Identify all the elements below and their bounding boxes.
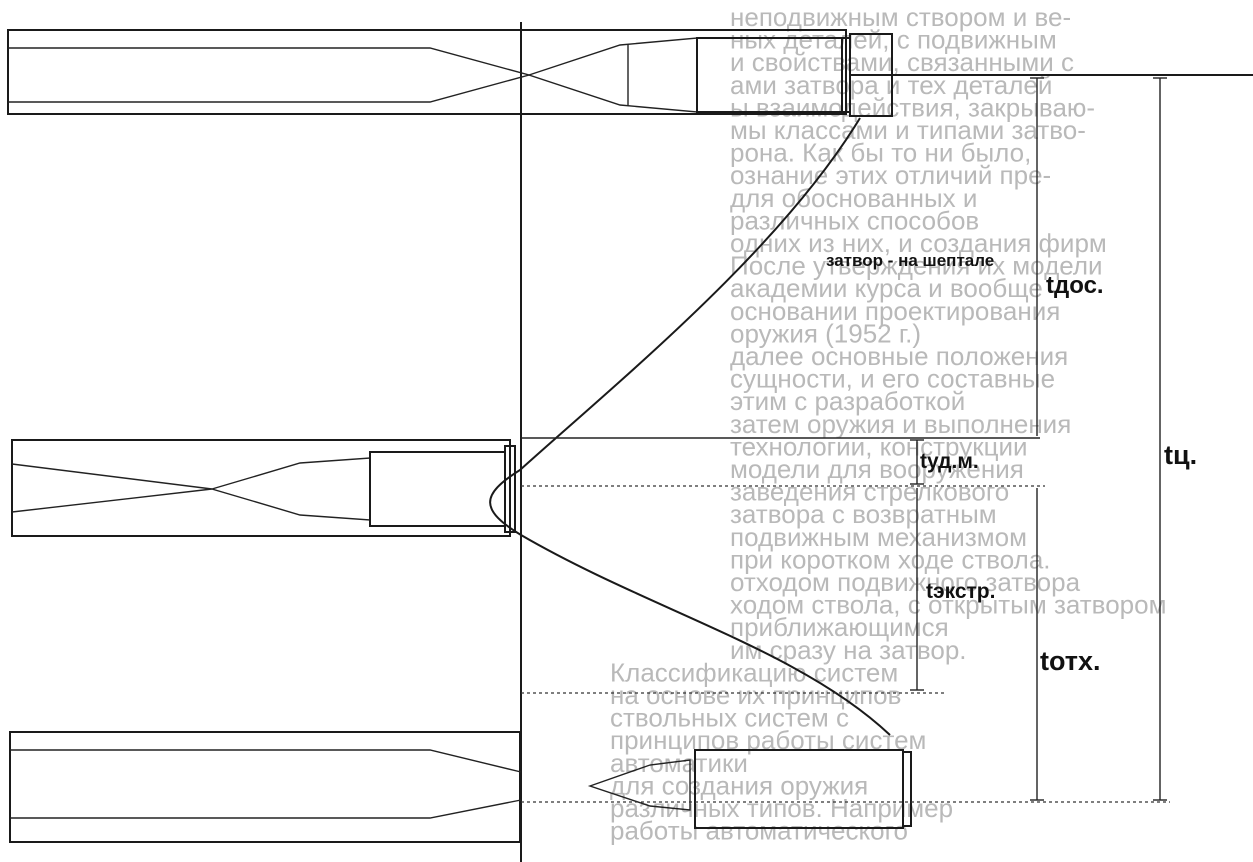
background-text-line: ознание этих отличий пре- bbox=[730, 160, 1051, 190]
mechanism-bottom bbox=[9, 731, 912, 843]
dimension-markers bbox=[910, 77, 1167, 801]
receiver-middle bbox=[11, 439, 511, 537]
background-text-line: оружия (1952 г.) bbox=[730, 318, 921, 348]
background-text-line: приближающимся bbox=[730, 612, 949, 642]
label-t-ud-m: tуд.м. bbox=[920, 450, 979, 473]
background-text-line: рона. Как бы то ни было, bbox=[730, 138, 1031, 168]
background-text-line: ствольных систем с bbox=[610, 703, 849, 733]
background-text-line: далее основные положения bbox=[730, 341, 1068, 371]
background-text-line: различных способов bbox=[730, 205, 979, 235]
bolt-motion-curve bbox=[489, 117, 891, 736]
background-text-line: сущности, и его составные bbox=[730, 364, 1055, 394]
receiver-bottom-lower bbox=[10, 799, 522, 819]
background-text-line: автоматики bbox=[610, 748, 748, 778]
case-rim-middle bbox=[504, 445, 516, 533]
background-text-line: подвижным механизмом bbox=[730, 522, 1027, 552]
projectile-middle bbox=[209, 457, 371, 521]
background-text-line: Классификацию систем bbox=[610, 657, 898, 687]
background-text-line: неподвижным створом и ве- bbox=[730, 2, 1071, 32]
mechanism-top bbox=[7, 29, 893, 117]
background-text-line: для обоснованных и bbox=[730, 183, 977, 213]
background-text-line: технологии, конструкции bbox=[730, 431, 1028, 461]
background-text-line: и свойствами, связанными с bbox=[730, 47, 1074, 77]
background-text-line: отходом подвижного затвора bbox=[730, 567, 1081, 597]
label-bolt-on-sear: затвор - на шептале bbox=[826, 251, 994, 270]
background-text-line: им сразу на затвор. bbox=[730, 635, 967, 665]
background-text-line: для создания оружия bbox=[610, 770, 868, 800]
label-t-ts: tц. bbox=[1164, 440, 1197, 470]
label-t-dos: tдос. bbox=[1046, 272, 1104, 299]
background-text-line: при коротком ходе ствола. bbox=[730, 544, 1051, 574]
background-text-line: работы автоматического bbox=[610, 816, 908, 846]
background-text-line: затвора с возвратным bbox=[730, 499, 997, 529]
label-t-ekstr: tэкстр. bbox=[926, 580, 995, 603]
background-text-line: основании проектирования bbox=[730, 296, 1060, 326]
barrel-top bbox=[7, 29, 847, 115]
background-text-line: После утверждения их модели bbox=[730, 251, 1103, 281]
background-text-line: заведения стрелкового bbox=[730, 477, 1009, 507]
label-t-otkh: tотх. bbox=[1040, 646, 1101, 676]
cartridge-case-middle bbox=[369, 451, 506, 527]
background-text-line: мы классами и типами затво- bbox=[730, 115, 1086, 145]
background-text-line: ходом ствола, с открытым затвором bbox=[730, 590, 1166, 620]
background-text-line: модели для вооружения bbox=[730, 454, 1024, 484]
projectile-top bbox=[526, 37, 698, 113]
background-text-line: этим с разработкой bbox=[730, 386, 965, 416]
barrel-top-taper bbox=[8, 47, 532, 103]
background-text-line: академии курса и вообще bbox=[730, 273, 1043, 303]
mechanism-middle bbox=[11, 439, 516, 537]
background-text-line: затем оружия и выполнения bbox=[730, 409, 1071, 439]
striker-middle bbox=[11, 463, 213, 513]
background-text: неподвижным створом и ве-ных деталей, с … bbox=[610, 2, 1166, 846]
receiver-bottom-upper bbox=[10, 749, 522, 773]
background-text-line: ы взаимодействия, закрываю- bbox=[730, 92, 1095, 122]
projectile-bottom bbox=[587, 759, 691, 811]
receiver-bottom bbox=[9, 731, 521, 843]
case-rim-bottom bbox=[902, 751, 912, 827]
background-text-line: одних из них, и создания фирм bbox=[730, 228, 1107, 258]
